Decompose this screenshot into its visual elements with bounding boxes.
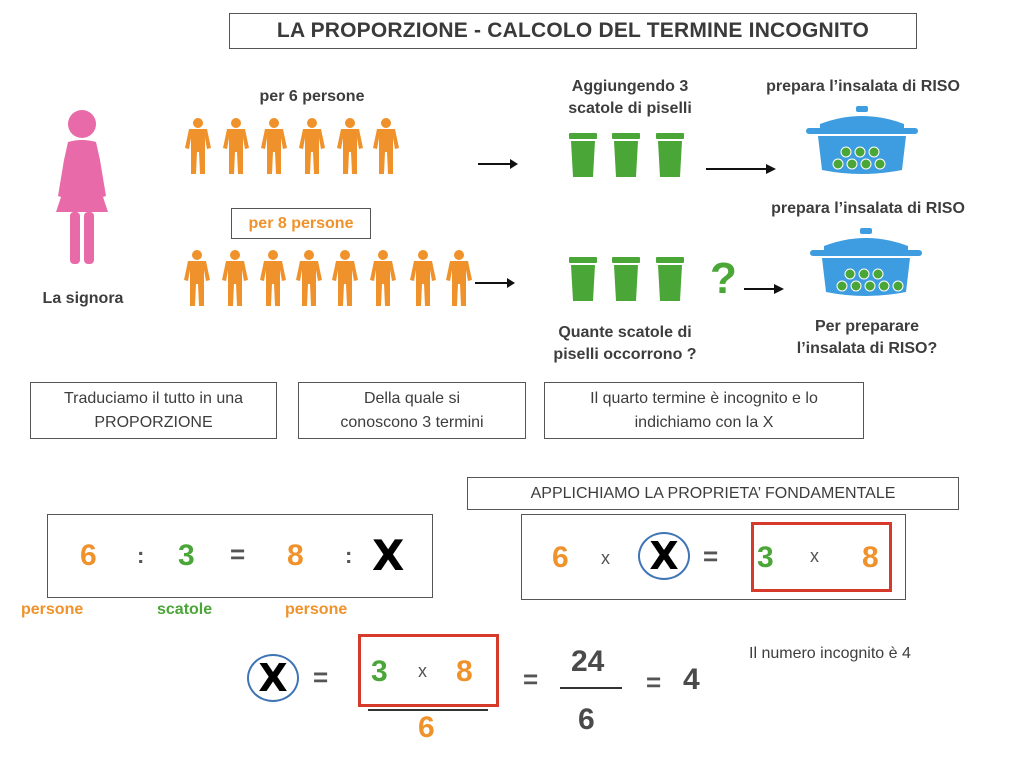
solution-x-circle: X (247, 654, 299, 702)
proportion-term-b: 3 (178, 539, 195, 572)
label-persone-2: persone (285, 601, 348, 618)
can-icon (612, 133, 640, 139)
solution-unknown-x: X (258, 656, 288, 700)
property-title: APPLICHIAMO LA PROPRIETA’ FONDAMENTALE (467, 477, 959, 510)
lady-label: La signora (42, 290, 124, 307)
property-left-a: 6 (552, 541, 569, 574)
person-icon (260, 250, 286, 306)
property-unknown-x: X (649, 534, 679, 578)
prepare-label-1: prepara l’insalata di RISO (766, 78, 960, 95)
person-icon (261, 118, 287, 174)
prepare-label-2: prepara l’insalata di RISO (771, 200, 965, 217)
solution-equals-3: = (646, 667, 662, 697)
solution-times: x (418, 661, 427, 681)
person-icon (410, 250, 436, 306)
proportion-term-a: 6 (80, 539, 97, 572)
solution-fraction-denominator: 6 (578, 703, 595, 736)
proportion-box (47, 514, 433, 598)
solution-fraction-bar-2 (560, 687, 622, 689)
label-persone-1: persone (21, 601, 84, 618)
solution-product-box (358, 634, 499, 707)
arrow-icon (706, 162, 776, 174)
property-product-box (751, 522, 892, 592)
proportion-colon-1: : (137, 543, 145, 568)
person-icon (296, 250, 322, 306)
person-icon (185, 118, 211, 174)
pot-icon (806, 228, 926, 300)
solution-equals-2: = (523, 664, 539, 694)
person-icon (332, 250, 358, 306)
proportion-unknown-x: X (372, 531, 405, 580)
proportion-colon-2: : (345, 543, 353, 568)
property-right-b: 8 (862, 541, 879, 574)
person-icon (184, 250, 210, 306)
conclusion-text: Il numero incognito è 4 (749, 645, 911, 662)
person-icon (373, 118, 399, 174)
label-scatole: scatole (157, 601, 213, 618)
solution-num-b: 8 (456, 655, 473, 688)
how-many-question: Quante scatole di piselli occorrono ? (553, 324, 697, 363)
pot-icon (802, 106, 922, 178)
property-times-2: x (810, 546, 819, 566)
person-icon (223, 118, 249, 174)
pea-cans-group (569, 133, 687, 177)
six-people-label: per 6 persone (259, 88, 365, 105)
solution-denominator: 6 (418, 711, 435, 744)
proportion-term-c: 8 (287, 539, 304, 572)
solution-result: 4 (683, 663, 700, 696)
arrow-icon (478, 157, 518, 169)
page-title: LA PROPORZIONE - CALCOLO DEL TERMINE INC… (229, 13, 917, 49)
question-mark: ? (710, 254, 737, 303)
adding-label: Aggiungendo 3 scatole di piselli (568, 78, 692, 117)
to-prepare-question: Per preparare l’insalata di RISO? (796, 318, 938, 357)
person-icon (446, 250, 472, 306)
six-people-group (185, 118, 400, 178)
can-icon (612, 257, 640, 263)
person-icon (299, 118, 325, 174)
solution-fraction-numerator: 24 (571, 645, 605, 678)
woman-icon (46, 108, 118, 266)
solution-num-a: 3 (371, 655, 388, 688)
person-icon (370, 250, 396, 306)
person-icon (222, 250, 248, 306)
property-x-circle: X (638, 532, 690, 580)
solution-fraction-bar (368, 709, 488, 711)
can-icon (569, 257, 597, 263)
property-box (521, 514, 906, 600)
property-equals: = (703, 541, 719, 571)
proportion-equals: = (230, 539, 246, 569)
can-icon (656, 133, 684, 139)
pea-cans-group (569, 257, 687, 301)
property-right-a: 3 (757, 541, 774, 574)
property-times-1: x (601, 548, 610, 568)
person-icon (337, 118, 363, 174)
arrow-icon (475, 276, 515, 288)
arrow-icon (744, 282, 784, 294)
eight-people-label: per 8 persone (231, 208, 371, 239)
eight-people-group (184, 250, 474, 310)
can-icon (656, 257, 684, 263)
can-icon (569, 133, 597, 139)
solution-equals-1: = (313, 662, 329, 692)
